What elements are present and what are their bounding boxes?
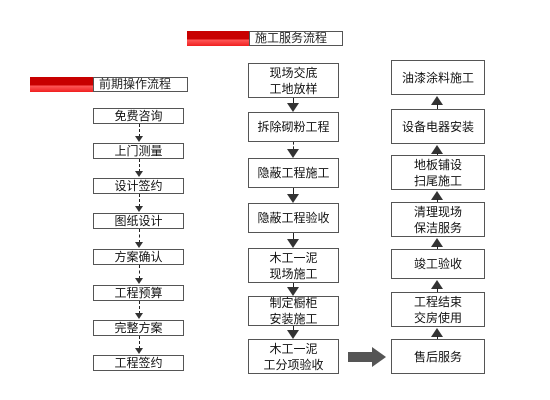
pre-step-4-label: 图纸设计 xyxy=(114,214,163,228)
arrow-down-icon xyxy=(135,313,143,319)
construction-step-1-label: 现场交底 工地放样 xyxy=(269,65,318,96)
arrow-up-icon xyxy=(431,96,443,105)
construction-step-1: 现场交底 工地放样 xyxy=(248,63,339,98)
finishing-step-6-label: 工程结束 交房使用 xyxy=(413,294,462,325)
arrow-down-icon xyxy=(287,330,299,339)
arrow-down-icon xyxy=(135,206,143,212)
finishing-connector-2 xyxy=(437,153,438,155)
arrow-up-icon xyxy=(431,328,443,337)
arrow-up-icon xyxy=(431,238,443,247)
pre-step-6-label: 工程预算 xyxy=(114,286,163,300)
construction-connector-6 xyxy=(293,326,294,330)
construction-connector-1 xyxy=(293,98,294,103)
arrow-down-icon xyxy=(135,171,143,177)
finishing-step-4-label: 清理现场 保洁服务 xyxy=(413,204,462,235)
construction-step-7: 木工一泥 工分项验收 xyxy=(248,339,339,374)
main-title-bar xyxy=(187,31,249,46)
pre-connector-5 xyxy=(139,265,140,279)
arrow-up-icon xyxy=(431,191,443,200)
finishing-connector-1 xyxy=(437,104,438,109)
construction-step-7-label: 木工一泥 工分项验收 xyxy=(263,341,324,372)
pre-title-bar xyxy=(30,77,93,92)
arrow-down-icon xyxy=(287,287,299,296)
construction-step-5: 木工一泥 现场施工 xyxy=(248,248,339,283)
pre-connector-3 xyxy=(139,194,140,207)
pre-connector-2 xyxy=(139,159,140,172)
pre-step-7: 完整方案 xyxy=(93,320,184,336)
pre-connector-4 xyxy=(139,229,140,243)
pre-step-5: 方案确认 xyxy=(93,249,184,265)
finishing-step-3-label: 地板铺设 扫尾施工 xyxy=(413,157,462,188)
construction-step-4: 隐蔽工程验收 xyxy=(248,203,339,233)
transfer-arrow-icon xyxy=(348,347,386,367)
finishing-step-3: 地板铺设 扫尾施工 xyxy=(391,155,485,190)
pre-step-8-label: 工程签约 xyxy=(114,356,163,370)
finishing-connector-3 xyxy=(437,199,438,202)
pre-step-7-label: 完整方案 xyxy=(114,321,163,335)
arrow-down-icon xyxy=(135,136,143,142)
construction-step-3-label: 隐蔽工程施工 xyxy=(257,166,330,180)
construction-step-2: 拆除砌粉工程 xyxy=(248,112,339,142)
finishing-connector-4 xyxy=(437,246,438,249)
finishing-step-5-label: 竣工验收 xyxy=(413,257,462,271)
arrow-down-icon xyxy=(287,194,299,203)
finishing-step-4: 清理现场 保洁服务 xyxy=(391,202,485,237)
construction-connector-5 xyxy=(293,283,294,287)
arrow-down-icon xyxy=(135,242,143,248)
arrow-down-icon xyxy=(287,103,299,112)
pre-connector-6 xyxy=(139,301,140,314)
arrow-up-icon xyxy=(431,145,443,154)
finishing-step-2: 设备电器安装 xyxy=(391,109,485,144)
construction-connector-3 xyxy=(293,188,294,194)
finishing-step-7-label: 售后服务 xyxy=(413,349,462,364)
pre-connector-7 xyxy=(139,336,140,349)
pre-step-5-label: 方案确认 xyxy=(114,250,163,264)
construction-step-3: 隐蔽工程施工 xyxy=(248,158,339,188)
main-title-tag: 施工服务流程 xyxy=(187,31,343,46)
arrow-down-icon xyxy=(135,348,143,354)
construction-step-5-label: 木工一泥 现场施工 xyxy=(269,250,318,281)
pre-step-3-label: 设计签约 xyxy=(114,179,163,193)
construction-step-2-label: 拆除砌粉工程 xyxy=(257,120,330,134)
pre-step-2-label: 上门测量 xyxy=(114,144,163,158)
finishing-connector-6 xyxy=(437,336,438,339)
pre-step-1-label: 免费咨询 xyxy=(114,109,163,123)
arrow-down-icon xyxy=(287,239,299,248)
pre-title-tag: 前期操作流程 xyxy=(30,77,188,92)
pre-step-4: 图纸设计 xyxy=(93,213,184,229)
finishing-step-7: 售后服务 xyxy=(391,339,485,374)
finishing-step-1-label: 油漆涂料施工 xyxy=(401,70,474,85)
pre-step-2: 上门测量 xyxy=(93,143,184,159)
arrow-down-icon xyxy=(287,149,299,158)
arrow-down-icon xyxy=(135,278,143,284)
finishing-step-5: 竣工验收 xyxy=(391,249,485,279)
finishing-step-6: 工程结束 交房使用 xyxy=(391,292,485,327)
construction-step-6: 制定橱柜 安装施工 xyxy=(248,296,339,326)
construction-connector-4 xyxy=(293,233,294,239)
pre-step-1: 免费咨询 xyxy=(93,108,184,124)
construction-step-4-label: 隐蔽工程验收 xyxy=(257,211,330,225)
finishing-step-2-label: 设备电器安装 xyxy=(401,119,474,134)
pre-step-6: 工程预算 xyxy=(93,285,184,301)
main-title: 施工服务流程 xyxy=(249,31,343,46)
finishing-connector-5 xyxy=(437,288,438,292)
finishing-step-1: 油漆涂料施工 xyxy=(391,60,485,95)
construction-step-6-label: 制定橱柜 安装施工 xyxy=(269,296,318,326)
arrow-up-icon xyxy=(431,280,443,289)
pre-connector-1 xyxy=(139,124,140,137)
pre-title: 前期操作流程 xyxy=(93,77,188,92)
construction-connector-2 xyxy=(293,142,294,149)
pre-step-3: 设计签约 xyxy=(93,178,184,194)
pre-step-8: 工程签约 xyxy=(93,355,184,371)
